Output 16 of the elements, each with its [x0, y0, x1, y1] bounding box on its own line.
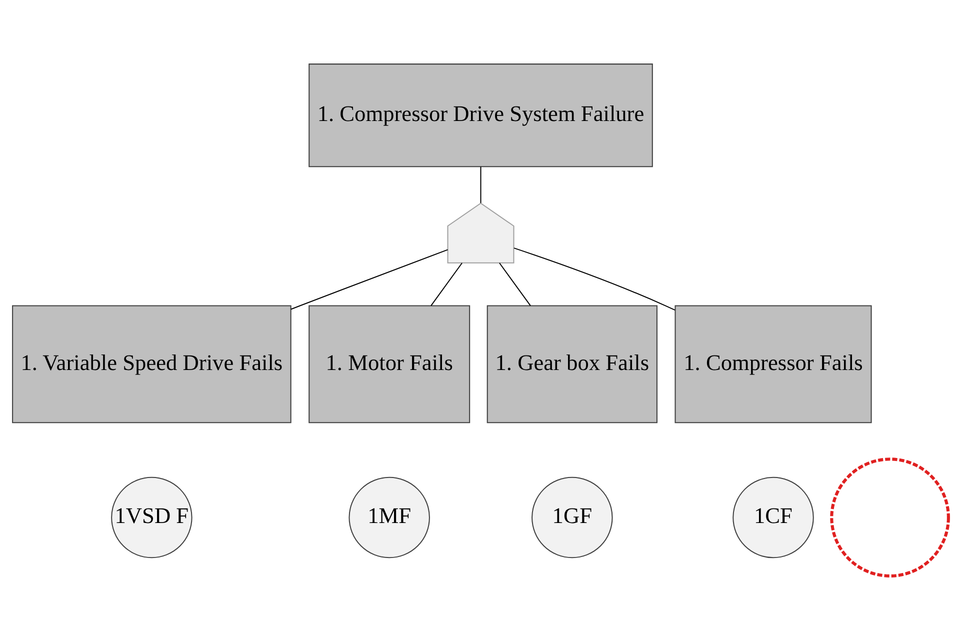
connector	[514, 248, 676, 311]
node-circle: 1CF	[732, 476, 814, 558]
node-circle: 1GF	[532, 476, 613, 558]
node-box: 1. Variable Speed Drive Fails	[12, 305, 292, 424]
node-box: 1. Gear box Fails	[486, 305, 658, 424]
node-gate	[447, 202, 514, 264]
connector	[290, 249, 448, 310]
node-circle: 1VSD F	[111, 476, 192, 558]
node-box: 1. Motor Fails	[308, 305, 470, 424]
connector	[430, 262, 462, 306]
connector	[480, 166, 482, 203]
node-circle: 1MF	[348, 476, 430, 558]
node-box: 1. Compressor Fails	[674, 305, 872, 424]
node-box: 1. Compressor Drive System Failure	[308, 64, 653, 168]
connector	[499, 262, 531, 306]
node-circle	[830, 458, 950, 578]
